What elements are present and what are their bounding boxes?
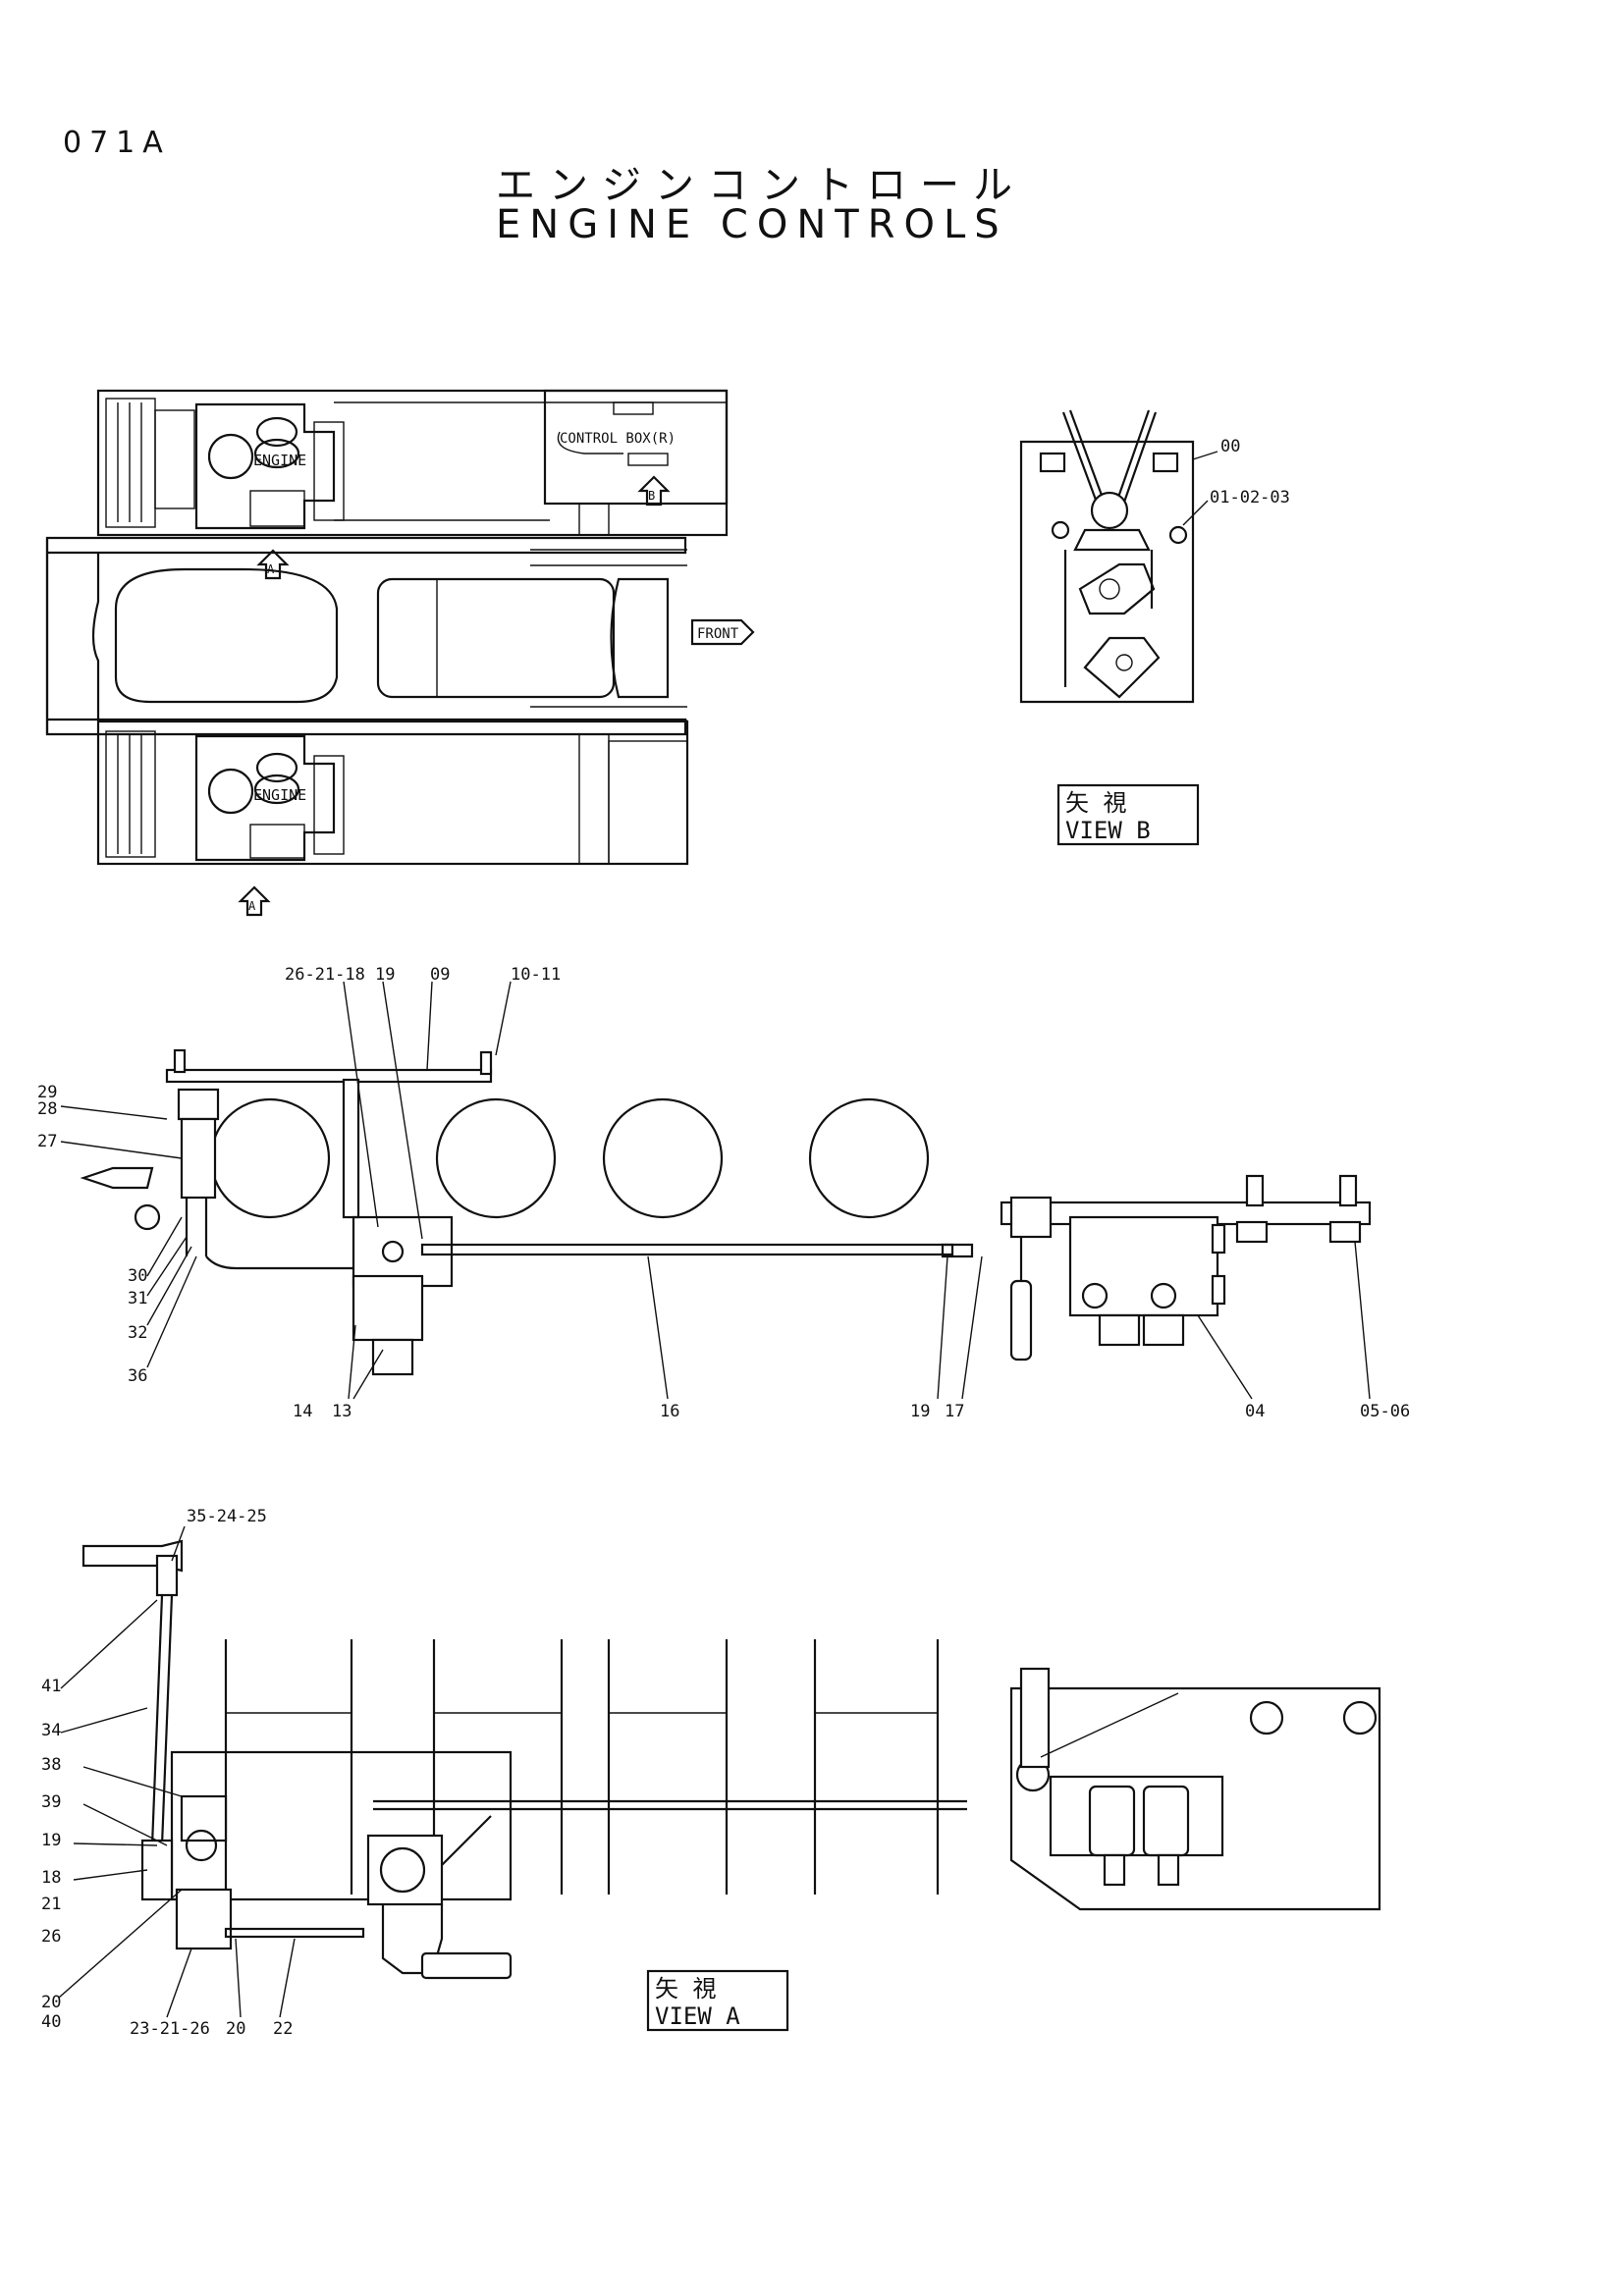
callout-04: 04 xyxy=(1245,1402,1265,1421)
view-b-panel: 00 01-02-03 矢 視 VIEW B xyxy=(1019,409,1290,846)
view-a-governor xyxy=(366,1834,444,1906)
callout-35-24-25: 35-24-25 xyxy=(187,1507,267,1526)
callout-20-bottom: 20 xyxy=(226,2019,245,2039)
upper-engine-block xyxy=(194,402,336,530)
control-box-outline xyxy=(543,389,729,506)
callout-01-02-03: 01-02-03 xyxy=(1210,488,1290,507)
front-arrow xyxy=(690,618,755,646)
view-a-marker-lower xyxy=(238,885,271,917)
callout-20-left: 20 xyxy=(41,1993,61,2012)
upper-engine-label: ENGINE xyxy=(253,452,306,469)
cylinder-4 xyxy=(808,1097,930,1219)
view-a-marker-lower-label: A xyxy=(248,899,256,913)
view-b-caption-en: VIEW B xyxy=(1065,817,1151,844)
view-b-caption-box xyxy=(1056,783,1200,846)
cylinder-2 xyxy=(435,1097,557,1219)
page-title: ENGINE CONTROLS xyxy=(496,202,1008,247)
callout-19-top: 19 xyxy=(375,965,395,985)
center-frame-body xyxy=(376,577,616,699)
page-code: 071A xyxy=(63,126,171,160)
callout-19-view-a: 19 xyxy=(41,1831,61,1850)
callout-00: 00 xyxy=(1220,437,1240,456)
callout-16: 16 xyxy=(660,1402,679,1421)
rod-16 xyxy=(420,1243,954,1256)
view-a-caption-en: VIEW A xyxy=(655,2002,740,2030)
view-b-lever-left xyxy=(1061,411,1102,511)
callout-39: 39 xyxy=(41,1792,61,1812)
governor-head xyxy=(177,1088,220,1121)
callout-05-06: 05-06 xyxy=(1360,1402,1410,1421)
view-b-cam-upper xyxy=(1078,562,1156,615)
callout-18: 18 xyxy=(41,1868,61,1888)
view-a-mount-plate xyxy=(1009,1686,1381,1911)
view-b-marker-label: B xyxy=(648,489,655,503)
view-a: 35-24-25 41 34 38 39 19 18 21 26 20 40 2… xyxy=(41,1507,1381,2039)
bracket-plate-09 xyxy=(165,1068,493,1084)
upper-engine-frame xyxy=(96,389,729,537)
callout-13: 13 xyxy=(332,1402,352,1421)
view-a-valve xyxy=(1049,1775,1224,1857)
cylinder-3 xyxy=(602,1097,724,1219)
callout-32: 32 xyxy=(128,1323,147,1343)
top-plan-view: ENGINE CONTROL BOX(R) B FRONT A xyxy=(45,389,755,917)
callout-26-21-18: 26-21-18 xyxy=(285,965,365,985)
control-box-label: CONTROL BOX(R) xyxy=(560,431,676,447)
view-a-bracket xyxy=(170,1750,513,1901)
callout-41: 41 xyxy=(41,1677,61,1696)
center-frame-opening xyxy=(114,567,339,704)
valve-block-04 xyxy=(1068,1215,1219,1317)
callout-36: 36 xyxy=(128,1366,147,1386)
view-a-caption-box xyxy=(646,1969,789,2032)
view-b-caption-jp: 矢 視 xyxy=(1065,789,1126,817)
lower-engine-label: ENGINE xyxy=(253,786,306,804)
callout-40: 40 xyxy=(41,2012,61,2032)
callout-19-bottom: 19 xyxy=(910,1402,930,1421)
callout-38: 38 xyxy=(41,1755,61,1775)
lower-engine-frame xyxy=(96,720,689,866)
callout-14: 14 xyxy=(293,1402,312,1421)
view-a-marker-upper xyxy=(256,549,290,580)
callout-23-21-26: 23-21-26 xyxy=(130,2019,210,2039)
view-b-cam-lower xyxy=(1083,636,1161,699)
callout-09: 09 xyxy=(430,965,450,985)
rod-22 xyxy=(224,1927,365,1939)
front-label: FRONT xyxy=(697,626,739,642)
view-b-lever-right xyxy=(1112,409,1151,509)
callout-17: 17 xyxy=(945,1402,964,1421)
callout-26: 26 xyxy=(41,1927,61,1947)
view-a-caption-jp: 矢 視 xyxy=(655,1975,716,2002)
center-frame xyxy=(45,536,687,736)
side-view: 26-21-18 19 09 10-11 29 28 27 30 31 32 3… xyxy=(37,965,1410,1421)
callout-31: 31 xyxy=(128,1289,147,1308)
view-a-marker-upper-label: A xyxy=(267,562,275,576)
cylinder-1 xyxy=(209,1097,331,1219)
callout-29: 29 xyxy=(37,1083,57,1102)
view-b-marker xyxy=(637,475,671,507)
solenoid-13 xyxy=(352,1274,424,1342)
callout-34: 34 xyxy=(41,1721,61,1740)
callout-10-11: 10-11 xyxy=(511,965,561,985)
callout-21: 21 xyxy=(41,1895,61,1914)
lower-engine-block xyxy=(194,734,336,862)
view-b-plate xyxy=(1019,440,1195,704)
handle-grip xyxy=(1009,1279,1033,1362)
callout-28: 28 xyxy=(37,1099,57,1119)
page-title-japanese: エンジンコントロール xyxy=(496,163,1026,208)
callout-27: 27 xyxy=(37,1132,57,1151)
callout-30: 30 xyxy=(128,1266,147,1286)
callout-22: 22 xyxy=(273,2019,293,2039)
throttle-knob xyxy=(81,1539,184,1573)
